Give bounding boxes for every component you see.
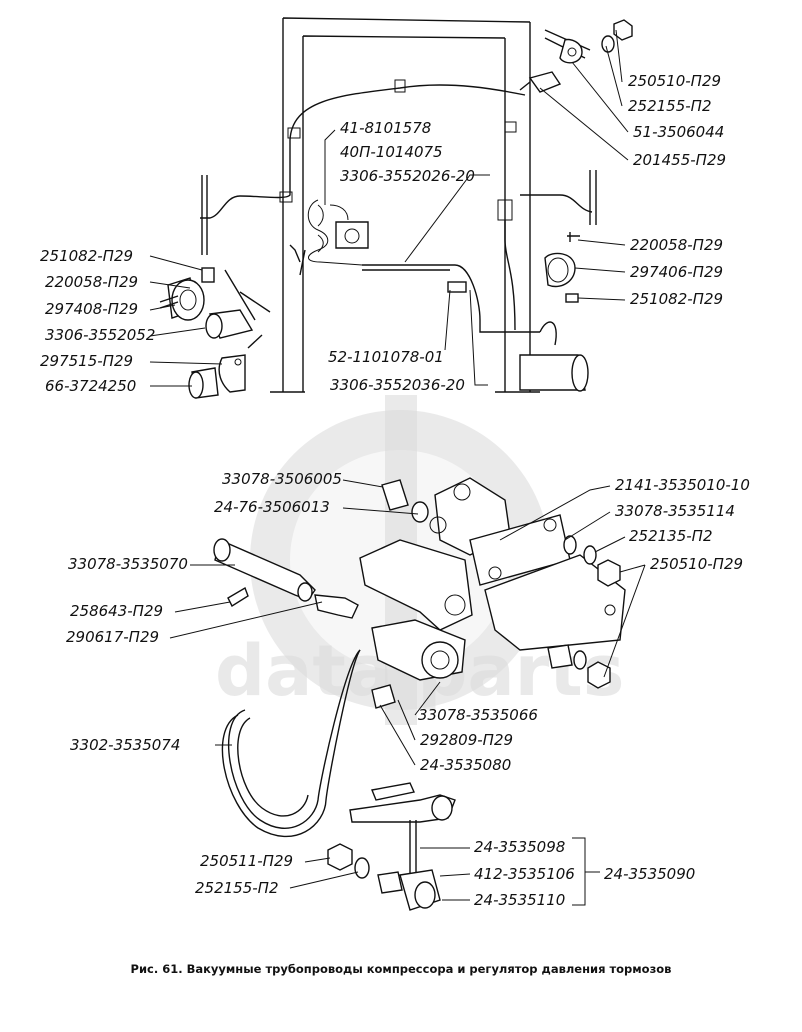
label-3306-3552026-20: 3306-3552026-20 — [340, 167, 475, 185]
label-201455-p29: 201455-П29 — [633, 151, 726, 169]
label-24-3535090: 24-3535090 — [604, 865, 695, 883]
label-252155-p2-upper: 252155-П2 — [628, 97, 712, 115]
label-250510-p29-lower: 250510-П29 — [650, 555, 743, 573]
label-3306-3552052: 3306-3552052 — [45, 326, 155, 344]
label-3302-3535074: 3302-3535074 — [70, 736, 180, 754]
label-220058-p29-left: 220058-П29 — [45, 273, 138, 291]
label-250510-p29-upper: 250510-П29 — [628, 72, 721, 90]
label-220058-p29-right: 220058-П29 — [630, 236, 723, 254]
label-2141-3535010-10: 2141-3535010-10 — [615, 476, 750, 494]
label-412-3535106: 412-3535106 — [474, 865, 575, 883]
label-252135-p2: 252135-П2 — [629, 527, 713, 545]
label-52-1101078-01: 52-1101078-01 — [328, 348, 444, 366]
label-290617-p29: 290617-П29 — [66, 628, 159, 646]
label-24-3535110: 24-3535110 — [474, 891, 565, 909]
label-24-76-3506013: 24-76-3506013 — [214, 498, 330, 516]
label-297408-p29: 297408-П29 — [45, 300, 138, 318]
label-252155-p2-lower: 252155-П2 — [195, 879, 279, 897]
label-24-3535080: 24-3535080 — [420, 756, 511, 774]
label-258643-p29: 258643-П29 — [70, 602, 163, 620]
label-33078-3506005: 33078-3506005 — [222, 470, 342, 488]
label-33078-3535070: 33078-3535070 — [68, 555, 188, 573]
label-51-3506044: 51-3506044 — [633, 123, 724, 141]
label-250511-p29: 250511-П29 — [200, 852, 293, 870]
label-251082-p29-left: 251082-П29 — [40, 247, 133, 265]
label-297515-p29: 297515-П29 — [40, 352, 133, 370]
part-labels: 250510-П29 252155-П2 51-3506044 201455-П… — [40, 72, 750, 909]
lower-assembly-drawing — [213, 477, 626, 911]
label-292809-p29: 292809-П29 — [420, 731, 513, 749]
label-297406-p29: 297406-П29 — [630, 263, 723, 281]
label-33078-3535066: 33078-3535066 — [418, 706, 538, 724]
label-40p-1014075: 40П-1014075 — [340, 143, 443, 161]
label-3306-3552036-20: 3306-3552036-20 — [330, 376, 465, 394]
leader-lines — [149, 29, 646, 906]
label-41-8101578: 41-8101578 — [340, 119, 431, 137]
label-66-3724250: 66-3724250 — [45, 377, 136, 395]
label-24-3535098: 24-3535098 — [474, 838, 565, 856]
upper-assembly-drawing — [159, 17, 633, 399]
label-33078-3535114: 33078-3535114 — [615, 502, 735, 520]
label-251082-p29-right: 251082-П29 — [630, 290, 723, 308]
figure-caption: Рис. 61. Вакуумные трубопроводы компресс… — [130, 962, 672, 976]
